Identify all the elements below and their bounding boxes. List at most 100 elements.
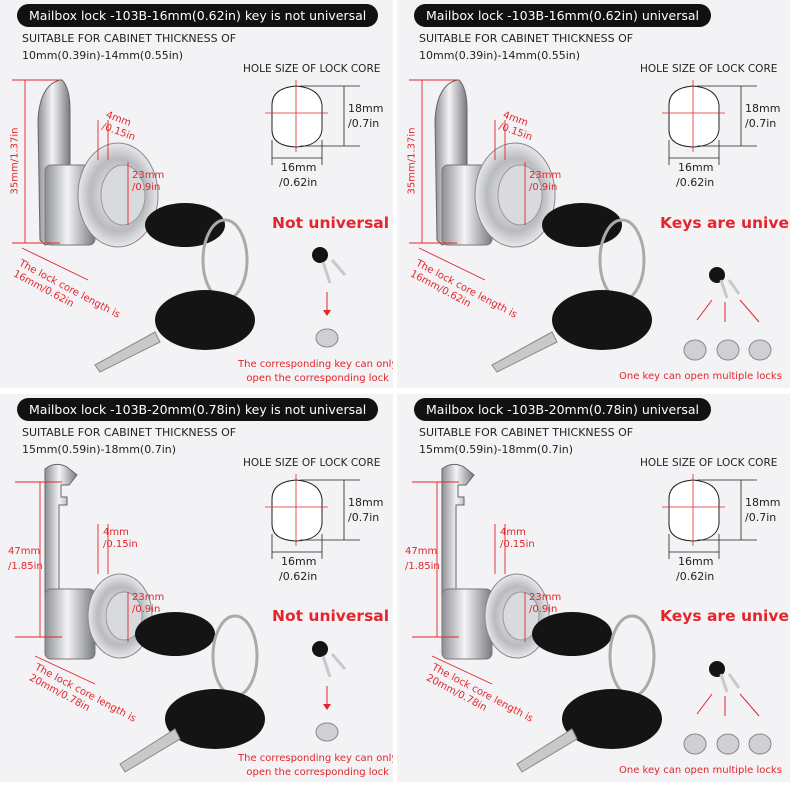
three-locks-diagram (683, 661, 772, 755)
hole-width-mm: 16mm (281, 555, 317, 568)
hole-size-label: HOLE SIZE OF LOCK CORE (243, 63, 381, 75)
caption-line-1: The corresponding key can only (238, 753, 393, 764)
hole-width: 16mm/0.62in (279, 554, 317, 584)
lock-body (37, 79, 159, 248)
hole-width-in: /0.62in (676, 176, 715, 189)
universal-headline: Keys are universal (660, 214, 790, 232)
caption-line-1: One key can open multiple locks (619, 765, 782, 776)
lock-illustration (15, 463, 360, 773)
height-dimension: 35mm/1.37in (9, 127, 21, 195)
hole-height-in: /0.7in (745, 117, 777, 130)
hole-size-label: HOLE SIZE OF LOCK CORE (640, 63, 778, 75)
panel-title: Mailbox lock -103B-16mm(0.62in) key is n… (17, 4, 379, 27)
face-dimension: 23mm/0.9in (529, 592, 561, 616)
three-locks-diagram (683, 267, 772, 361)
hole-width-mm: 16mm (281, 161, 317, 174)
hole-size-label: HOLE SIZE OF LOCK CORE (640, 457, 778, 469)
caption-line-2: open the corresponding lock (246, 373, 389, 384)
height-mm: 47mm (8, 546, 41, 557)
suitable-text: SUITABLE FOR CABINET THICKNESS OF (22, 32, 237, 45)
cam-mm: 4mm (500, 527, 526, 538)
lock-body (44, 463, 153, 660)
single-lock-diagram (312, 247, 347, 348)
height-dimension: 47mm/1.85in (8, 544, 43, 574)
hole-width-mm: 16mm (678, 555, 714, 568)
dimension-lines (409, 79, 526, 281)
caption-line-1: One key can open multiple locks (619, 371, 782, 382)
lock-illustration (409, 79, 772, 373)
hole-width: 16mm/0.62in (676, 554, 714, 584)
thickness-range: 10mm(0.39in)-14mm(0.55in) (22, 49, 184, 62)
universal-headline: Not universal (272, 214, 390, 232)
lock-illustration (412, 463, 772, 773)
face-dimension: 23mm/0.9in (132, 592, 164, 616)
hole-width: 16mm/0.62in (676, 160, 714, 190)
universal-headline: Not universal (272, 607, 390, 625)
product-panel-1: Mailbox lock -103B-16mm(0.62in) key is n… (0, 0, 393, 388)
hole-width-in: /0.62in (279, 176, 318, 189)
lock-illustration (12, 79, 360, 373)
suitable-text: SUITABLE FOR CABINET THICKNESS OF (419, 426, 634, 439)
hole-diagram (265, 80, 360, 165)
hole-height: 18mm/0.7in (745, 495, 780, 525)
key-caption: One key can open multiple locks (619, 764, 782, 778)
keys (491, 203, 652, 373)
cam-in: /0.15in (103, 539, 138, 550)
hole-height: 18mm/0.7in (348, 101, 383, 131)
face-in: /0.9in (132, 182, 161, 193)
thickness-range: 15mm(0.59in)-18mm(0.7in) (22, 443, 177, 456)
keys (94, 203, 255, 373)
product-panel-4: Mailbox lock -103B-20mm(0.78in) universa… (397, 394, 790, 782)
panel-title: Mailbox lock -103B-20mm(0.78in) key is n… (17, 398, 379, 421)
height-dimension: 47mm/1.85in (405, 544, 440, 574)
universal-headline: Keys are universal (660, 607, 790, 625)
hole-diagram (662, 80, 757, 165)
hole-size-label: HOLE SIZE OF LOCK CORE (243, 457, 381, 469)
face-dimension: 23mm/0.9in (529, 170, 561, 194)
key-caption: The corresponding key can only open the c… (238, 358, 393, 386)
face-in: /0.9in (132, 604, 161, 615)
height-dimension: 35mm/1.37in (406, 127, 418, 195)
suitable-text: SUITABLE FOR CABINET THICKNESS OF (419, 32, 634, 45)
dimension-lines (12, 79, 129, 281)
hole-height-mm: 18mm (348, 496, 384, 509)
product-panel-3: Mailbox lock -103B-20mm(0.78in) key is n… (0, 394, 393, 782)
keys (516, 612, 662, 773)
dimension-lines (15, 481, 129, 685)
face-dimension: 23mm/0.9in (132, 170, 164, 194)
hole-height: 18mm/0.7in (745, 101, 780, 131)
product-panel-2: Mailbox lock -103B-16mm(0.62in) universa… (397, 0, 790, 388)
hole-height: 18mm/0.7in (348, 495, 383, 525)
face-mm: 23mm (132, 170, 165, 181)
hole-height-in: /0.7in (745, 511, 777, 524)
panel-title: Mailbox lock -103B-20mm(0.78in) universa… (414, 398, 712, 421)
face-mm: 23mm (529, 170, 562, 181)
hole-height-mm: 18mm (745, 102, 781, 115)
single-lock-diagram (312, 641, 347, 742)
hole-diagram (265, 474, 360, 559)
thickness-range: 15mm(0.59in)-18mm(0.7in) (419, 443, 574, 456)
cam-in: /0.15in (500, 539, 535, 550)
hole-width-in: /0.62in (279, 570, 318, 583)
caption-line-1: The corresponding key can only (238, 359, 393, 370)
cam-thickness-dimension: 4mm/0.15in (500, 527, 535, 551)
key-caption: One key can open multiple locks (619, 370, 782, 384)
keys (119, 612, 265, 773)
face-mm: 23mm (529, 592, 562, 603)
cam-mm: 4mm (103, 527, 129, 538)
hole-height-in: /0.7in (348, 117, 380, 130)
cam-thickness-dimension: 4mm/0.15in (103, 527, 138, 551)
lock-body (441, 463, 550, 660)
hole-height-mm: 18mm (348, 102, 384, 115)
hole-width: 16mm/0.62in (279, 160, 317, 190)
face-in: /0.9in (529, 182, 558, 193)
suitable-text: SUITABLE FOR CABINET THICKNESS OF (22, 426, 237, 439)
panel-title: Mailbox lock -103B-16mm(0.62in) universa… (414, 4, 712, 27)
face-mm: 23mm (132, 592, 165, 603)
height-in: /1.85in (405, 561, 440, 572)
thickness-range: 10mm(0.39in)-14mm(0.55in) (419, 49, 581, 62)
hole-height-mm: 18mm (745, 496, 781, 509)
height-in: /1.85in (8, 561, 43, 572)
face-in: /0.9in (529, 604, 558, 615)
